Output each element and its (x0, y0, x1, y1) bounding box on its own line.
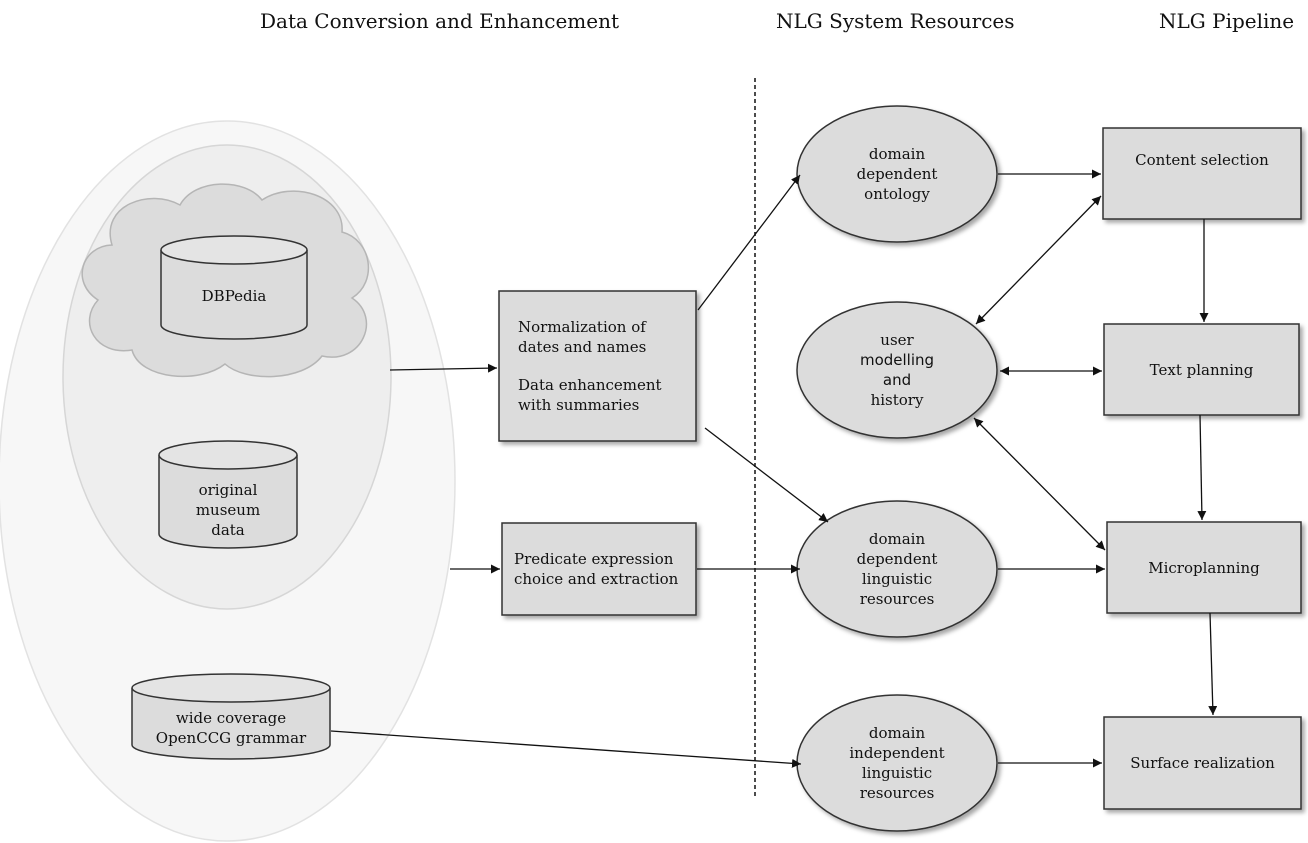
header-data-conversion: Data Conversion and Enhancement (260, 9, 620, 33)
grammar-label: wide coverage OpenCCG grammar (155, 709, 307, 747)
independent-linguistic-label: domain independent linguistic resources (849, 724, 945, 802)
arrow-content-selection-user-model (975, 195, 1102, 325)
microplanning-label: Microplanning (1148, 559, 1260, 577)
surface-realization-label: Surface realization (1130, 754, 1275, 772)
predicate-box (501, 522, 697, 616)
museum-data-label: original museum data (195, 481, 261, 539)
dependent-linguistic-label: domain dependent linguistic resources (856, 530, 938, 608)
arrow-microplanning-to-surface (1208, 612, 1218, 716)
content-selection-box (1102, 127, 1302, 220)
arrow-grammar-to-independent (330, 730, 802, 768)
ontology-ellipse (796, 105, 998, 243)
museum-data-cylinder (158, 440, 298, 549)
text-planning-box (1103, 323, 1300, 416)
normalization-box (498, 290, 697, 442)
arrow-user-model-microplanning (973, 417, 1106, 551)
text-planning-label: Text planning (1149, 361, 1254, 379)
arrow-normalization-to-ontology (697, 174, 801, 311)
dbpedia-label: DBPedia (201, 287, 267, 305)
dbpedia-cylinder (160, 235, 308, 340)
user-model-label: user modelling and history (859, 331, 935, 409)
arrow-text-planning-to-microplanning (1197, 414, 1207, 521)
surface-realization-box (1103, 716, 1302, 810)
grammar-cylinder (131, 673, 331, 760)
arrow-normalization-to-linguistic (704, 427, 829, 523)
arrow-sources-to-normalization (389, 363, 498, 373)
content-selection-label: Content selection (1135, 151, 1269, 169)
user-model-ellipse (796, 301, 998, 439)
microplanning-box (1106, 521, 1302, 614)
predicate-label: Predicate expression choice and extracti… (514, 550, 679, 588)
ontology-label: domain dependent ontology (856, 145, 938, 203)
normalization-label: Normalization of dates and names Data en… (518, 318, 662, 414)
header-nlg-resources: NLG System Resources (776, 9, 1015, 33)
header-nlg-pipeline: NLG Pipeline (1159, 9, 1295, 33)
